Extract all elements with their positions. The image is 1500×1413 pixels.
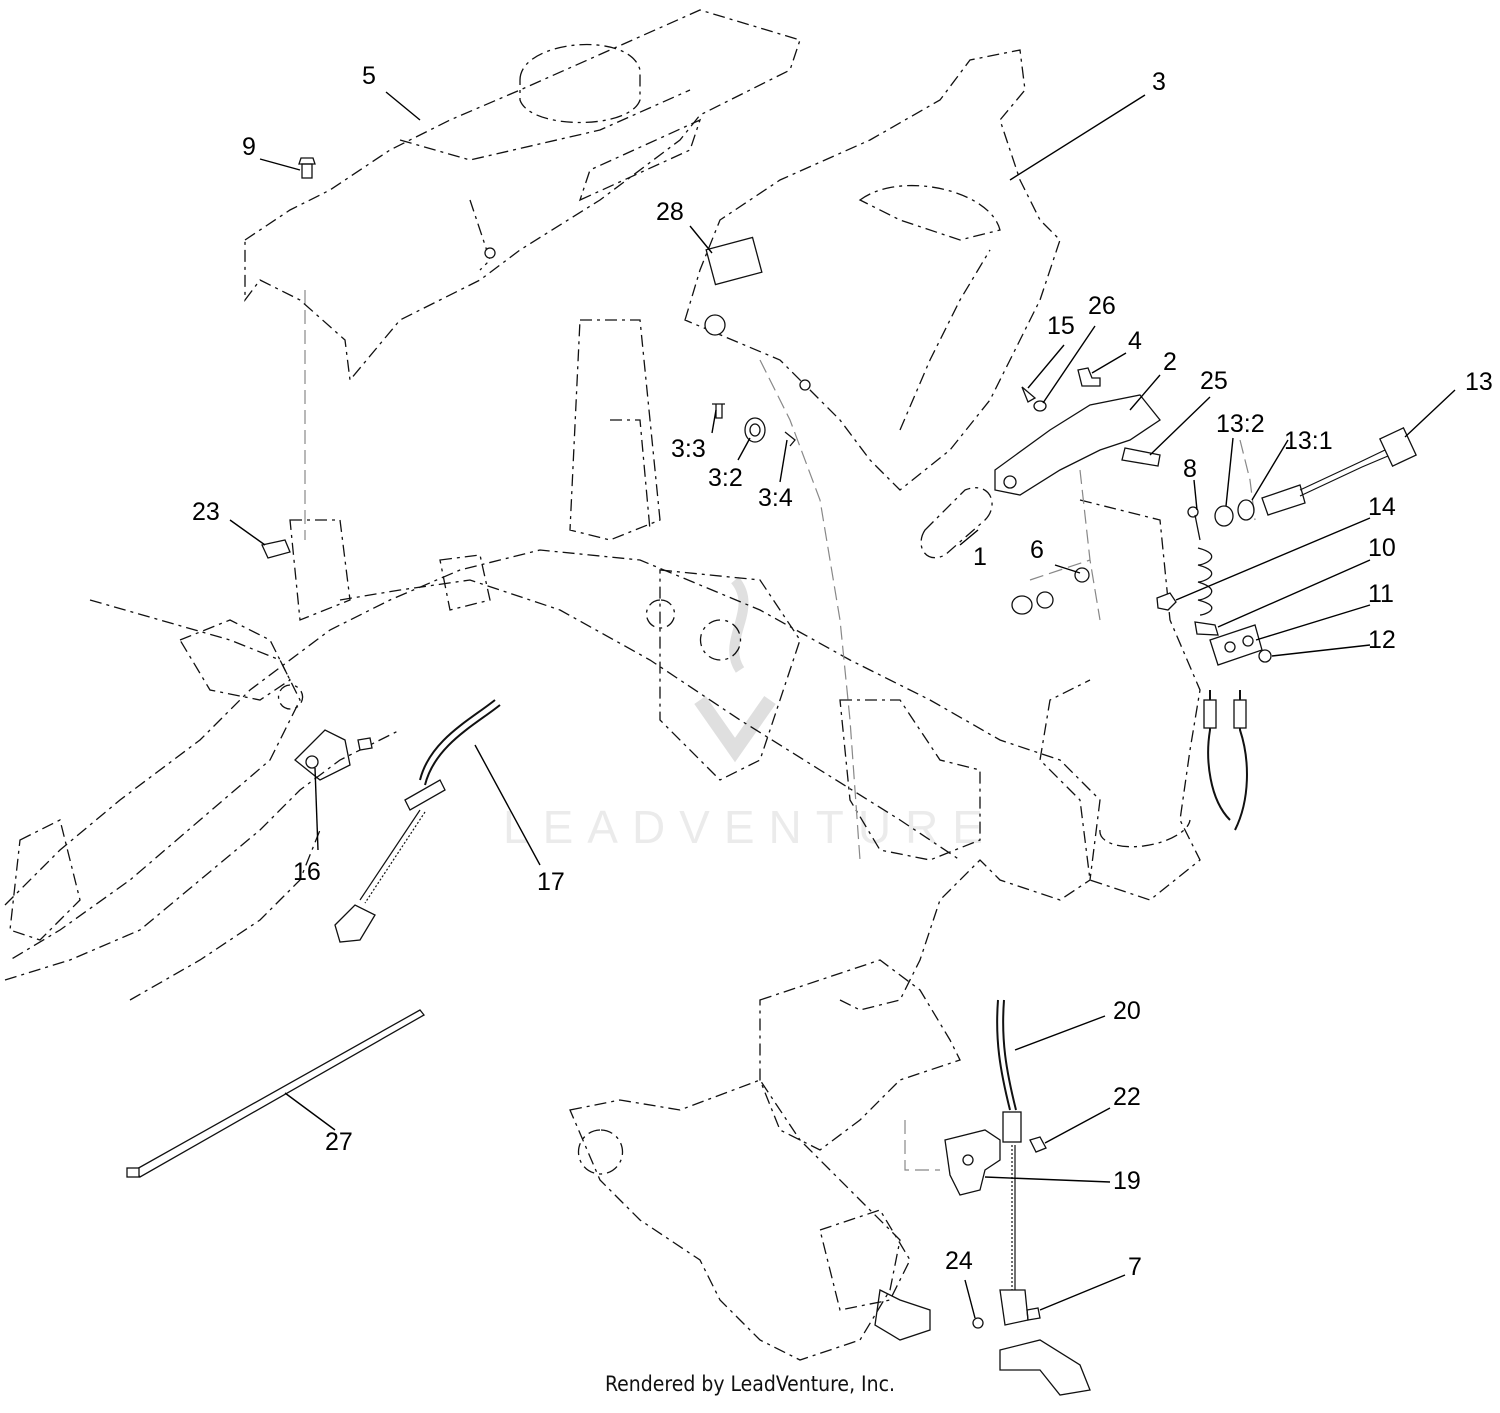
callout-3-2: 3:2 (708, 464, 743, 492)
callout-13-1: 13:1 (1284, 427, 1333, 455)
callout-3-4: 3:4 (758, 484, 793, 512)
part-3-console-cover (684, 49, 1061, 491)
part-5-tank-cover (244, 9, 801, 382)
callout-9: 9 (242, 133, 256, 161)
hidden-lines (304, 290, 1256, 1171)
callout-14: 14 (1368, 493, 1396, 521)
callout-25: 25 (1200, 367, 1228, 395)
callout-7: 7 (1128, 1253, 1142, 1281)
callout-23: 23 (192, 498, 220, 526)
callout-20: 20 (1113, 997, 1141, 1025)
watermark: LEADVENTURE (503, 801, 997, 853)
callout-3-3: 3:3 (671, 435, 706, 463)
callout-17: 17 (537, 868, 565, 896)
callout-1: 1 (973, 543, 987, 571)
callout-24: 24 (945, 1247, 973, 1275)
callout-13: 13 (1465, 368, 1493, 396)
callout-3: 3 (1152, 68, 1166, 96)
callout-2: 2 (1163, 348, 1177, 376)
callout-16: 16 (293, 858, 321, 886)
callout-19: 19 (1113, 1167, 1141, 1195)
callout-27: 27 (325, 1128, 353, 1156)
callout-labels: 5 9 3 28 15 26 4 2 25 13 13:2 13:1 8 3:3… (192, 62, 1493, 1281)
callout-15: 15 (1047, 312, 1075, 340)
hardware-parts (126, 157, 1417, 1396)
watermark-logo (694, 576, 776, 763)
leader-lines (229, 91, 1456, 1319)
callout-10: 10 (1368, 534, 1396, 562)
callout-22: 22 (1113, 1083, 1141, 1111)
callout-11: 11 (1368, 580, 1394, 608)
callout-26: 26 (1088, 292, 1116, 320)
footer-credit: Rendered by LeadVenture, Inc. (605, 1372, 895, 1396)
callout-28: 28 (656, 198, 684, 226)
callout-13-2: 13:2 (1216, 410, 1265, 438)
callout-4: 4 (1128, 327, 1142, 355)
callout-12: 12 (1368, 626, 1396, 654)
callout-5: 5 (362, 62, 376, 90)
callout-6: 6 (1030, 536, 1044, 564)
frame-assembly (4, 319, 1201, 1361)
callout-8: 8 (1183, 455, 1197, 483)
